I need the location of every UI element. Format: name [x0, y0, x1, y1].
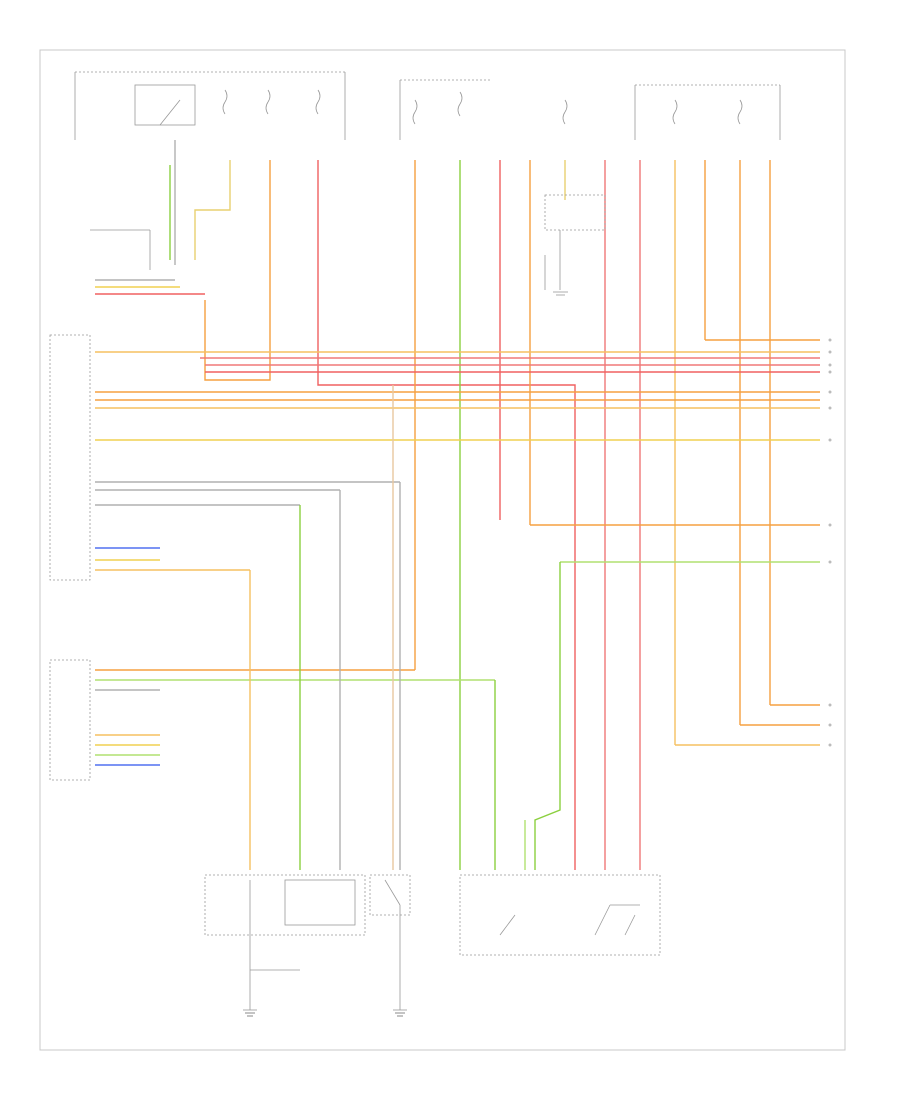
ground-symbol-icon — [245, 1012, 405, 1017]
control-module-left — [49, 229, 151, 781]
lower-drop-wires — [249, 385, 561, 870]
fuse-block — [74, 71, 781, 140]
fuse-feed-wires — [169, 140, 771, 870]
connector-terminal-icon — [828, 338, 832, 747]
center-relay — [544, 194, 606, 296]
horizontal-bus-wires — [95, 279, 820, 766]
bottom-switch-assemblies — [204, 874, 661, 1011]
diagram-frame — [39, 49, 846, 1051]
